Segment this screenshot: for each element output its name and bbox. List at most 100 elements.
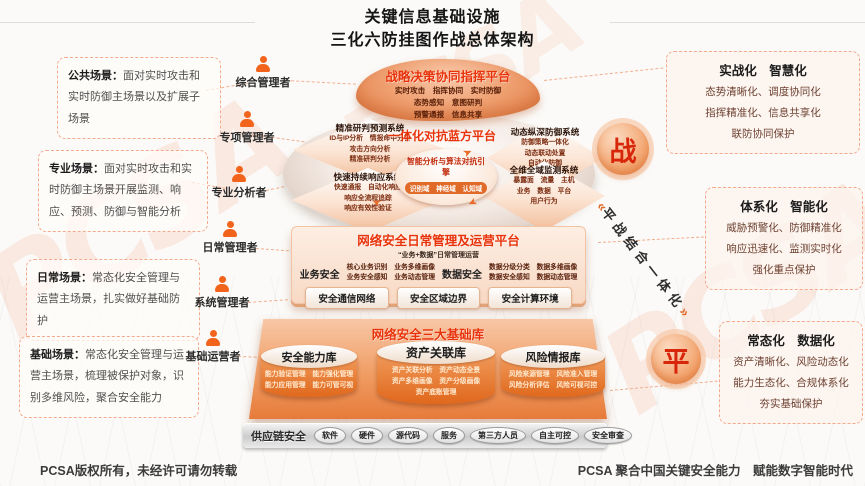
panel-line: 资产清晰化、风险动态化 bbox=[733, 356, 849, 368]
panel-title: 体系化 智能化 bbox=[740, 200, 828, 214]
library-items-line: 风险来源管理 风险准入管理 bbox=[508, 371, 598, 378]
scenario-box-daily: 日常场景：常态化安全管理与运营主场景，扎实做好基础防护 bbox=[26, 259, 200, 342]
panel-line: 态势清晰化、调度协同化 bbox=[705, 86, 821, 98]
library-name: 安全能力库 bbox=[261, 345, 357, 368]
engine-items: 识别域 神经域 认知域 bbox=[404, 182, 488, 195]
system-item: 动态联动处置 bbox=[524, 149, 566, 157]
strategy-platform-title: 战略决策协同指挥平台 bbox=[385, 70, 511, 84]
system-item: ID与IP分析 情报命中分析 bbox=[329, 135, 411, 142]
system-item: 响应全流程追踪 bbox=[344, 194, 392, 202]
war-badge: 战 bbox=[597, 123, 649, 175]
supply-pill-self-controllable: 自主可控 bbox=[531, 427, 579, 444]
engine-name: 智能分析与算法对抗引擎 bbox=[407, 157, 485, 177]
panel-line: 夯实基础保护 bbox=[759, 398, 823, 410]
system-name: 精准研判预测系统 bbox=[335, 123, 405, 133]
role-label: 日常管理者 bbox=[202, 242, 258, 254]
supply-pill-software: 软件 bbox=[314, 427, 346, 444]
ops-security-row: 业务安全 核心业务识别 业务多维画像 业务安全感知 业务动态管理 数据安全 数据… bbox=[292, 263, 585, 283]
scenario-desc: 常态化安全管理与运营主场景，扎实做好基础防护 bbox=[37, 272, 180, 327]
strategy-items-line: 实时攻击 指挥协同 实时防御 bbox=[394, 86, 502, 95]
data-items-line: 数据安全感知 数据动态管理 bbox=[489, 274, 578, 282]
env-box-computing-environment: 安全计算环境 bbox=[488, 287, 573, 310]
person-icon bbox=[205, 330, 221, 346]
person-icon bbox=[231, 166, 247, 182]
person-icon bbox=[222, 221, 238, 237]
panel-title: 常态化 数据化 bbox=[747, 334, 835, 348]
role-label: 系统管理者 bbox=[194, 297, 250, 309]
library-name: 风险情报库 bbox=[501, 345, 605, 368]
role-label: 专项管理者 bbox=[219, 132, 275, 144]
system-item: 响应有效性验证 bbox=[344, 205, 392, 213]
supply-chain-bar: 供应链安全 软件 硬件 源代码 服务 第三方人员 自主可控 安全审查 bbox=[243, 423, 632, 448]
scenario-label: 基础场景： bbox=[30, 349, 85, 361]
system-item: 暴露面 流量 主机 bbox=[513, 177, 575, 184]
supply-pill-third-party: 第三方人员 bbox=[470, 427, 526, 444]
library-items-line: 风险分析评估 风险可视可控 bbox=[508, 381, 598, 389]
business-security-items: 核心业务识别 业务多维画像 业务安全感知 业务动态管理 bbox=[347, 263, 435, 283]
role-special-manager: 专项管理者 bbox=[207, 111, 287, 145]
system-item: 防御策略一体化 bbox=[521, 139, 569, 146]
role-basic-operator: 基础运营者 bbox=[173, 330, 253, 364]
scenario-label: 专业场景： bbox=[49, 163, 104, 175]
scenario-desc: 面对实时攻击和实时防御主场景开展监测、响应、预测、防御与智能分析 bbox=[49, 163, 192, 218]
connector-line bbox=[598, 236, 704, 243]
poster-title-line2: 三化六防挂图作战总体架构 bbox=[330, 32, 535, 50]
panel-line: 强化重点保护 bbox=[752, 264, 816, 276]
role-label: 基础运营者 bbox=[185, 351, 241, 363]
scenario-box-professional: 专业场景：面对实时攻击和实时防御主场景开展监测、响应、预测、防御与智能分析 bbox=[38, 150, 208, 233]
panel-title: 实战化 智慧化 bbox=[719, 64, 807, 78]
system-name: 快速持续响应系统 bbox=[333, 172, 403, 182]
scenario-desc: 面对实时攻击和实时防御主场景以及扩展子场景 bbox=[68, 70, 200, 125]
supply-pill-security-review: 安全审查 bbox=[584, 427, 632, 444]
data-items-line: 数据分级分类 数据多维画像 bbox=[489, 264, 578, 271]
data-security-items: 数据分级分类 数据多维画像 数据安全感知 数据动态管理 bbox=[489, 263, 577, 283]
role-label: 专业分析者 bbox=[211, 187, 267, 199]
system-name: 动态纵深防御系统 bbox=[510, 127, 580, 137]
system-rapid-response: 快速持续响应系统 快速通报 自动化响应 响应全流程追踪 响应有效性验证 bbox=[291, 168, 445, 232]
role-daily-manager: 日常管理者 bbox=[190, 221, 270, 255]
scenario-label: 日常场景： bbox=[37, 272, 92, 284]
strategy-items-line: 预警通报 信息共享 bbox=[413, 109, 483, 119]
business-security-label: 业务安全 bbox=[299, 269, 340, 281]
person-icon bbox=[255, 56, 271, 72]
library-items-line: 资产多维画像 资产分级画像 bbox=[391, 377, 481, 385]
panel-line: 联防协同保护 bbox=[731, 128, 795, 140]
panel-normalized-data: 常态化 数据化 资产清晰化、风险动态化 能力生态化、合规体系化 夯实基础保护 bbox=[719, 321, 863, 424]
copyright-notice: PCSA版权所有，未经许可请勿转载 bbox=[40, 464, 238, 478]
env-box-communication-network: 安全通信网络 bbox=[305, 287, 389, 310]
library-items-line: 资产底账管理 bbox=[415, 388, 457, 396]
strategy-command-platform: 战略决策协同指挥平台 实时攻击 指挥协同 实时防御 态势感知 意图研判 预警通报… bbox=[356, 59, 540, 121]
title-divider-left bbox=[0, 22, 255, 23]
security-environment-row: 安全通信网络 安全区域边界 安全计算环境 bbox=[292, 287, 585, 310]
library-name: 资产关联库 bbox=[377, 341, 495, 364]
data-security-label: 数据安全 bbox=[442, 269, 482, 281]
system-item: 精准研判分析 bbox=[349, 156, 391, 164]
supply-chain-label: 供应链安全 bbox=[251, 430, 306, 443]
role-professional-analyst: 专业分析者 bbox=[199, 166, 279, 200]
library-security-capability: 安全能力库 能力验证管理 能力强化管理 能力应用管理 能力可管可视 bbox=[261, 345, 357, 397]
role-system-manager: 系统管理者 bbox=[182, 276, 262, 310]
library-items-line: 能力验证管理 能力强化管理 bbox=[264, 371, 354, 378]
poster-title: 关键信息基础设施 三化六防挂图作战总体架构 bbox=[0, 6, 865, 52]
connector-line bbox=[544, 67, 664, 81]
role-general-manager: 综合管理者 bbox=[223, 56, 303, 90]
title-divider-right bbox=[610, 22, 865, 23]
scenario-desc: 常态化安全管理与运营主场景，梳理被保护对象，识别多维风险，聚合安全能力 bbox=[30, 349, 184, 404]
system-item: 攻击方向分析 bbox=[349, 145, 391, 153]
ops-management-platform: 网络安全日常管理及运营平台 “业务+数据”日常管理运营 业务安全 核心业务识别 … bbox=[291, 226, 586, 310]
ops-platform-subtitle: “业务+数据”日常管理运营 bbox=[397, 252, 480, 259]
poster-title-line1: 关键信息基础设施 bbox=[364, 9, 501, 26]
ai-confrontation-engine: 智能分析与算法对抗引擎 识别域 神经域 认知域 bbox=[395, 149, 497, 205]
person-icon bbox=[214, 276, 230, 292]
system-item: 业务 数据 平台 bbox=[516, 187, 572, 195]
system-item: 用户行为 bbox=[530, 198, 558, 206]
scenario-label: 公共场景： bbox=[68, 70, 123, 82]
panel-systematic-smart: 体系化 智能化 威胁预警化、防御精准化 响应迅速化、监测实时化 强化重点保护 bbox=[705, 187, 863, 290]
panel-line: 能力生态化、合规体系化 bbox=[733, 377, 849, 389]
system-precise-prediction: 精准研判预测系统 ID与IP分析 情报命中分析 攻击方向分析 精准研判分析 bbox=[293, 119, 447, 181]
scenario-box-basic: 基础场景：常态化安全管理与运营主场景，梳理被保护对象，识别多维风险，聚合安全能力 bbox=[19, 336, 199, 419]
person-icon bbox=[239, 111, 255, 127]
brand-slogan: PCSA 聚合中国关键安全能力 赋能数字智能时代 bbox=[577, 464, 853, 478]
library-items-line: 能力应用管理 能力可管可视 bbox=[264, 381, 354, 389]
